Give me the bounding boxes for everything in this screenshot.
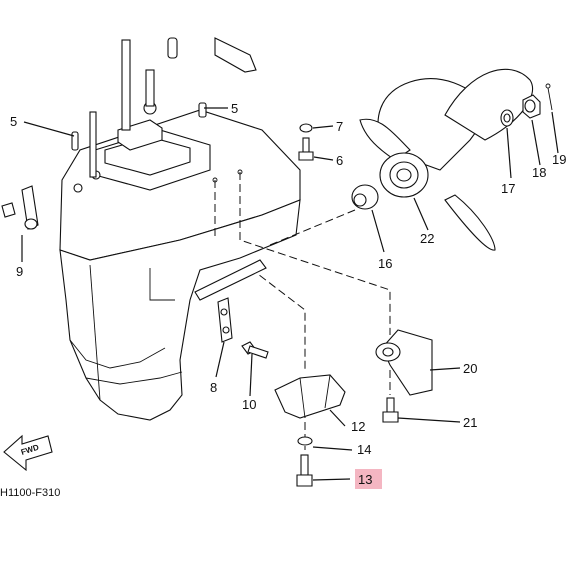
propeller-nut: [522, 94, 541, 119]
propeller: [359, 68, 534, 251]
callout-16: 16: [378, 256, 392, 271]
callout-6: 6: [336, 153, 343, 168]
callout-5a: 5: [10, 114, 17, 129]
bolt-13: [296, 454, 313, 487]
callout-18: 18: [532, 165, 546, 180]
callout-12: 12: [351, 419, 365, 434]
anode-12: [274, 374, 346, 419]
forward-arrow: FWD: [3, 434, 53, 472]
trim-tab-anode: [375, 329, 433, 396]
callout-7: 7: [336, 119, 343, 134]
callout-13: 13: [358, 472, 372, 487]
bolt-top: [298, 137, 314, 161]
thrust-bushing: [351, 184, 379, 210]
callout-17: 17: [501, 181, 515, 196]
callout-5b: 5: [231, 101, 238, 116]
callout-8: 8: [210, 380, 217, 395]
callout-22: 22: [420, 231, 434, 246]
callout-19: 19: [552, 152, 566, 167]
callout-21: 21: [463, 415, 477, 430]
bolt-10: [241, 341, 269, 359]
bracket: [217, 297, 233, 343]
callout-14: 14: [357, 442, 371, 457]
callout-20: 20: [463, 361, 477, 376]
callout-labels: 5 5 7 6 9 8 10 12 14 13 16 17 18 19 20 2…: [10, 101, 566, 489]
lower-unit-housing: [59, 37, 301, 421]
propeller-washer: [500, 109, 514, 127]
washer-top: [299, 123, 313, 133]
callout-10: 10: [242, 397, 256, 412]
propeller-shaft: [194, 259, 267, 301]
washer-14: [297, 436, 313, 446]
callout-9: 9: [16, 264, 23, 279]
callout-13-highlight: [355, 469, 382, 489]
anode-left: [1, 185, 39, 230]
leader-lines: [21, 107, 559, 481]
bolt-21: [382, 397, 399, 423]
cotter-pin: [545, 83, 553, 111]
drawing-code: H1100-F310: [0, 487, 60, 499]
